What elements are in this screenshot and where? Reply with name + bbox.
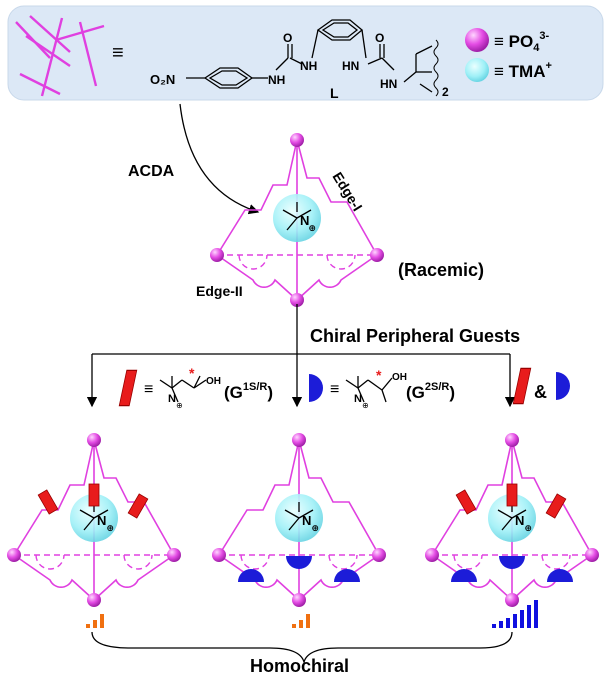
equivalence-symbol: ≡ — [112, 42, 124, 64]
nh-label: NH — [300, 59, 317, 73]
homochiral-brace — [91, 631, 513, 665]
svg-text:*: * — [376, 367, 382, 383]
combined-guests-icon: & — [512, 367, 570, 405]
signal-bars-mixed — [492, 600, 538, 628]
svg-text:N: N — [168, 393, 176, 405]
branching-arrows — [86, 304, 516, 408]
homochiral-label: Homochiral — [250, 656, 349, 676]
svg-text:OH: OH — [206, 376, 221, 387]
tma-n-label: N⊕ — [302, 513, 319, 533]
acda-label: ACDA — [128, 163, 175, 180]
svg-text:OH: OH — [392, 372, 407, 383]
carbonyl-o-label: O — [375, 31, 384, 45]
nitro-group-label: O₂N — [150, 72, 175, 87]
tma-n-label: N⊕ — [97, 513, 114, 533]
svg-text:⊕: ⊕ — [176, 401, 183, 410]
carbonyl-o-label: O — [283, 31, 292, 45]
racemic-label: (Racemic) — [398, 260, 484, 280]
svg-text:&: & — [534, 382, 547, 402]
multiplier-subscript: 2 — [442, 85, 449, 99]
stick-model-icon — [15, 15, 105, 97]
svg-text:⊕: ⊕ — [362, 401, 369, 410]
guest-g1-formula: ≡ N ⊕ * OH (G1S/R) — [118, 365, 273, 410]
homochiral-cage-g1 — [6, 432, 182, 608]
homochiral-cage-g2 — [211, 432, 387, 608]
svg-text:≡: ≡ — [330, 381, 339, 398]
svg-text:N: N — [354, 393, 362, 405]
homochiral-cage-mixed — [424, 432, 600, 608]
svg-text:*: * — [189, 365, 195, 381]
chiral-guests-header: Chiral Peripheral Guests — [310, 326, 520, 346]
phosphate-sphere-icon — [465, 28, 489, 52]
signal-bars-g2 — [292, 614, 310, 628]
phosphate-legend-text: ≡ PO43- — [494, 30, 549, 54]
guest-g2-formula: ≡ N ⊕ * OH (G2S/R) — [309, 367, 455, 410]
hn-label: HN — [380, 77, 397, 91]
acda-arrow — [179, 103, 260, 215]
svg-text:(G2S/R): (G2S/R) — [406, 381, 455, 402]
tma-legend-text: ≡ TMA+ — [494, 60, 552, 81]
signal-bars-g1 — [86, 614, 104, 628]
edge-one-label: Edge-I — [329, 169, 365, 214]
svg-text:(G1S/R): (G1S/R) — [224, 381, 273, 402]
tma-n-label: N⊕ — [300, 213, 316, 233]
tma-n-label: N⊕ — [515, 513, 532, 533]
ligand-label: L — [330, 85, 339, 101]
tma-sphere-icon — [465, 58, 489, 82]
ligand-structure: O₂N NH O NH HN O HN — [150, 19, 449, 101]
racemic-cage — [209, 132, 385, 308]
nh-label: NH — [268, 73, 285, 87]
svg-text:≡: ≡ — [144, 381, 153, 398]
legend-panel: ≡ O₂N NH O NH HN O — [7, 5, 604, 101]
edge-two-label: Edge-II — [196, 283, 243, 299]
hn-label: HN — [342, 59, 359, 73]
